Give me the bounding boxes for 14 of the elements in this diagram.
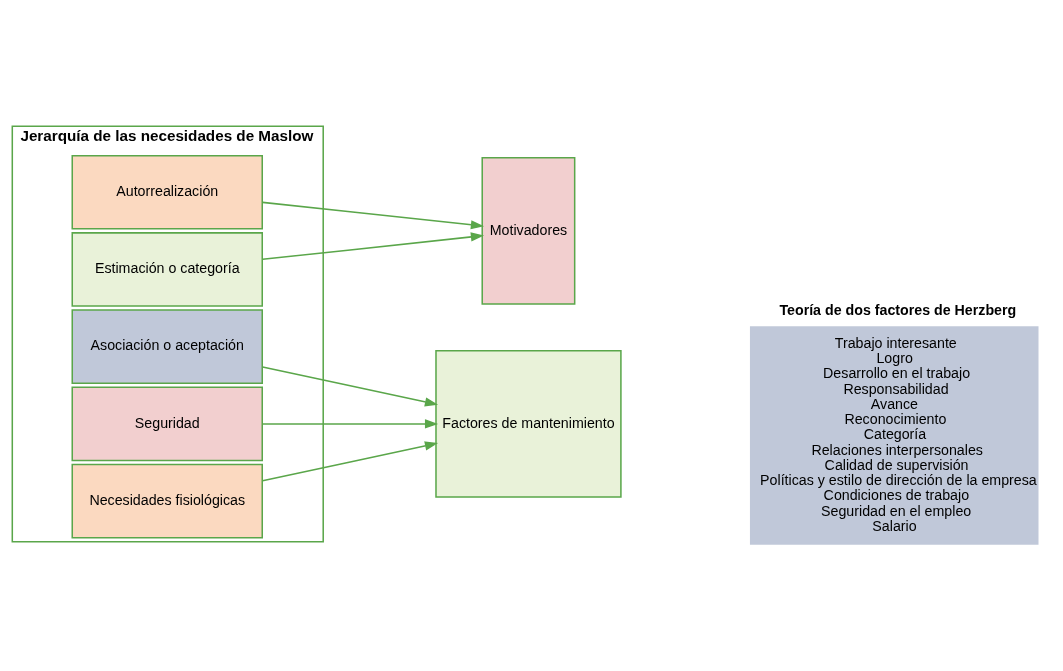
node-box: Asociación o aceptación	[71, 309, 263, 384]
node-box: Trabajo interesante Logro Desarrollo en el trabajo Responsabilidad Avance Reconocimiento Categoría Relaciones interpersonales Calidad de supervisión Políticas y estilo de dirección de la empresa Condiciones de trabajo Seguridad en el empleo Salario	[749, 326, 1039, 545]
arrow	[261, 366, 439, 407]
node-box: Autorrealización	[71, 154, 263, 230]
node-box: Motivadores	[481, 156, 576, 305]
node-box: Factores de mantenimiento	[435, 350, 622, 498]
node-box: Estimación o categoría	[71, 232, 263, 307]
node-label: Teoría de dos factores de Herzberg	[779, 302, 1017, 319]
arrow	[261, 441, 439, 482]
node-box: Necesidades fisiológicas	[71, 463, 263, 539]
arrow	[261, 232, 485, 261]
node-box: Seguridad	[71, 386, 263, 462]
arrow	[261, 201, 485, 230]
arrow	[261, 419, 439, 429]
